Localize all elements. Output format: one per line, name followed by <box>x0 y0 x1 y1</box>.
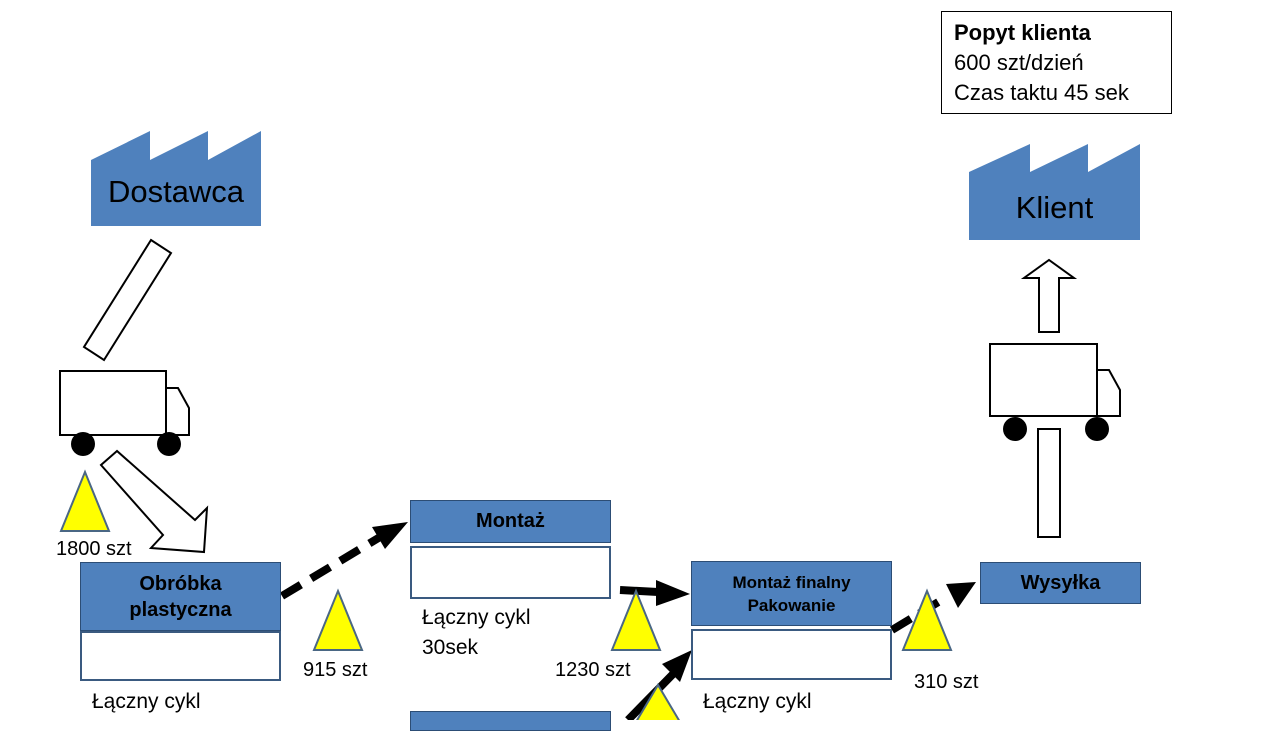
process-label-line2: Pakowanie <box>747 595 836 615</box>
process-montaz: Montaż <box>410 500 611 543</box>
supplier-factory-icon <box>91 131 261 226</box>
customer-label: Klient <box>1015 190 1094 225</box>
process-wysylka: Wysyłka <box>980 562 1141 604</box>
supplier-shipment-arrow <box>82 238 173 362</box>
customer-demand-title: Popyt klienta <box>954 20 1091 45</box>
inventory-label: 915 szt <box>303 659 368 681</box>
process-data-box <box>410 546 611 599</box>
supplier-label: Dostawca <box>107 174 245 209</box>
supplier-truck-icon <box>59 370 190 456</box>
process-montaz-finalny: Montaż finalny Pakowanie <box>691 561 892 626</box>
takt-time: Czas taktu 45 sek <box>954 80 1129 105</box>
process-data-box <box>691 629 892 680</box>
customer-delivery-arrow <box>1020 258 1078 333</box>
inventory-triangle-icon <box>636 683 680 720</box>
cycle-label: Łączny cykl <box>703 690 812 713</box>
customer-factory-icon <box>969 144 1140 240</box>
receiving-arrow <box>99 449 209 554</box>
inventory-triangle-icon <box>610 588 662 651</box>
customer-demand-box: Popyt klienta 600 szt/dzień Czas taktu 4… <box>941 11 1172 114</box>
inventory-label: 1800 szt <box>56 538 132 560</box>
inventory-triangle-icon <box>312 588 364 651</box>
inventory-triangle-icon <box>59 469 111 532</box>
process-data-box <box>80 631 281 681</box>
cycle-label: Łączny cykl <box>422 606 531 629</box>
inventory-triangle-icon <box>901 588 953 651</box>
push-arrow-2 <box>619 580 690 606</box>
process-label-line2: plastyczna <box>129 598 232 621</box>
inventory-label: 310 szt <box>914 671 979 693</box>
cycle-value: 30sek <box>422 636 479 659</box>
process-bottom-partial <box>410 711 611 731</box>
inventory-label: 1230 szt <box>555 659 631 681</box>
push-arrow-4 <box>889 582 976 634</box>
shipping-bar <box>1037 428 1061 538</box>
customer-demand-rate: 600 szt/dzień <box>954 50 1084 75</box>
process-label-line1: Obróbka <box>139 572 222 595</box>
cycle-label: Łączny cykl <box>92 690 201 713</box>
customer-truck-icon <box>989 343 1121 441</box>
process-obrobka-plastyczna: Obróbka plastyczna <box>80 562 281 631</box>
process-label-line1: Montaż finalny <box>732 572 851 592</box>
push-arrow-1 <box>279 522 408 600</box>
